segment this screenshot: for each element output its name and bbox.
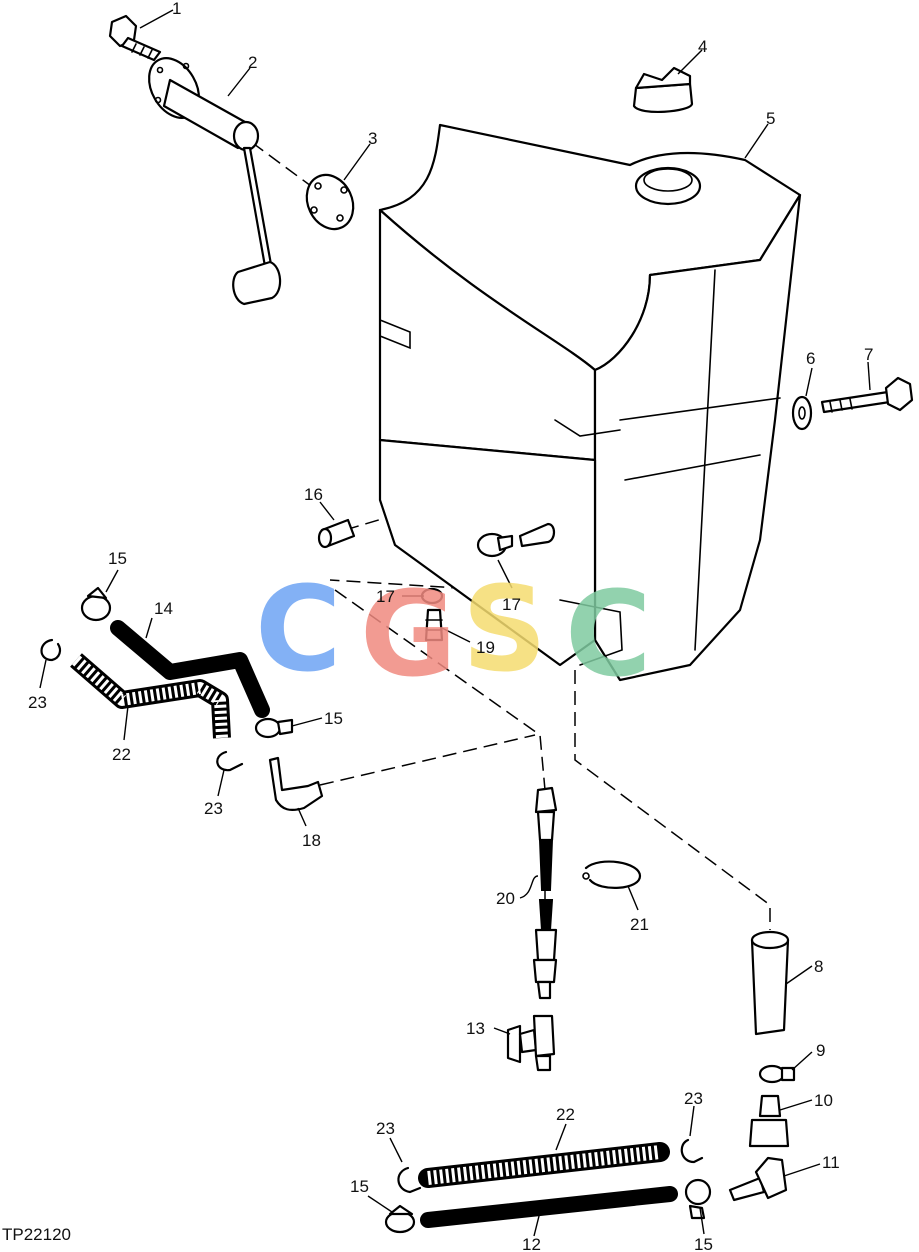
- valve-part-13: [506, 1014, 556, 1072]
- callout-15-upper-left: 15: [108, 549, 127, 568]
- callout-7: 7: [864, 345, 873, 364]
- watermark: C G S C: [255, 560, 652, 703]
- callout-9: 9: [816, 1041, 825, 1060]
- callout-17-right: 17: [502, 595, 521, 614]
- adapter-part-10: [748, 1094, 790, 1148]
- callout-10: 10: [814, 1091, 833, 1110]
- clip-part-23-left: [40, 638, 62, 662]
- snap-ring-part-21: [582, 860, 642, 889]
- sleeve-part-16: [317, 518, 356, 549]
- callout-22-left: 22: [112, 745, 131, 764]
- callout-2: 2: [248, 53, 257, 72]
- callout-5: 5: [766, 109, 775, 128]
- corrugated-hose-part-22-left: [70, 653, 231, 739]
- clip-part-23-mid: [216, 750, 244, 772]
- corrugated-hose-part-22-bottom: [418, 1142, 670, 1188]
- svg-text:C: C: [565, 565, 652, 703]
- cap-part-4: [632, 66, 694, 114]
- callout-15-bottom-right: 15: [694, 1235, 713, 1252]
- callout-13: 13: [466, 1019, 485, 1038]
- svg-text:C: C: [255, 560, 342, 698]
- fitting-part-19: [424, 608, 444, 642]
- callout-23-mid: 23: [204, 799, 223, 818]
- clamp-part-15-bottom-right: [684, 1178, 712, 1220]
- elbow-part-18: [268, 756, 324, 811]
- callout-23-bottom-left: 23: [376, 1119, 395, 1138]
- callout-19: 19: [476, 638, 495, 657]
- sender-unit-part-2: [148, 57, 282, 306]
- hose-assembly-part-20: [532, 786, 558, 1000]
- bolt-part-1: [108, 14, 162, 62]
- clamp-part-17: [476, 522, 556, 558]
- clip-part-23-bottom-left: [397, 1166, 422, 1194]
- callout-15-bottom-left: 15: [350, 1177, 369, 1196]
- callout-14: 14: [154, 599, 173, 618]
- pipe-part-8: [750, 930, 790, 1036]
- callout-17-left: 17: [376, 587, 395, 606]
- clamp-part-15-bottom-left: [384, 1204, 416, 1234]
- callout-22-bottom: 22: [556, 1105, 575, 1124]
- elbow-fitting-part-11: [728, 1156, 788, 1202]
- callout-20: 20: [496, 889, 515, 908]
- callout-16: 16: [304, 485, 323, 504]
- callout-11: 11: [822, 1153, 840, 1172]
- svg-text:S: S: [462, 560, 547, 698]
- figure-reference: TP22120: [2, 1225, 71, 1244]
- clamp-part-15-upper: [80, 586, 112, 622]
- callout-8: 8: [814, 957, 823, 976]
- callout-23-bottom-right: 23: [684, 1089, 703, 1108]
- clamp-part-15-mid: [254, 717, 294, 739]
- clip-part-23-bottom-right: [680, 1138, 704, 1164]
- callout-6: 6: [806, 349, 815, 368]
- hose-part-14: [110, 620, 270, 718]
- callout-labels: 1 2 3 4 5 6 7 8 9 10 11 12 13 14 15 15 1…: [28, 0, 873, 1252]
- clamp-part-9: [758, 1064, 796, 1084]
- callout-23-left: 23: [28, 693, 47, 712]
- bolt-part-7: [820, 376, 914, 414]
- gasket-part-3: [305, 173, 355, 231]
- callout-21: 21: [630, 915, 649, 934]
- leader-lines: [39, 9, 871, 1237]
- callout-4: 4: [698, 37, 707, 56]
- hose-part-12: [420, 1186, 678, 1228]
- svg-text:G: G: [360, 565, 457, 703]
- washer-part-6: [791, 395, 813, 431]
- callout-15-mid: 15: [324, 709, 343, 728]
- callout-1: 1: [172, 0, 181, 18]
- callout-12: 12: [522, 1235, 541, 1252]
- callout-3: 3: [368, 129, 377, 148]
- callout-18: 18: [302, 831, 321, 850]
